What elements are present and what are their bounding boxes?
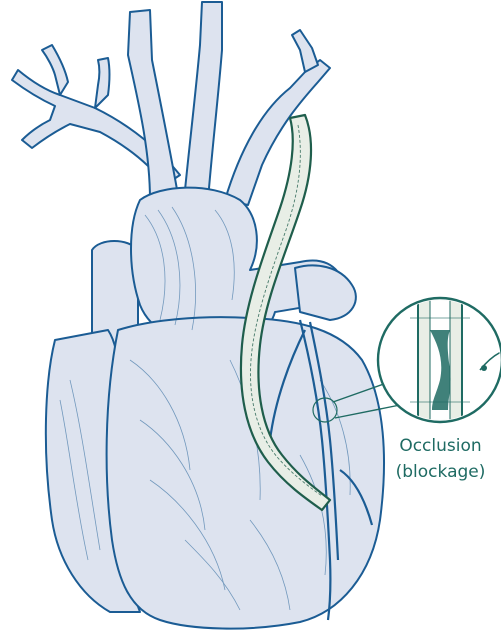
heart: [46, 188, 384, 629]
occlusion-label: Occlusion: [380, 434, 501, 458]
great-vessels: [12, 2, 330, 205]
blockage-label: (blockage): [380, 460, 501, 484]
occlusion-inset: [378, 295, 501, 430]
